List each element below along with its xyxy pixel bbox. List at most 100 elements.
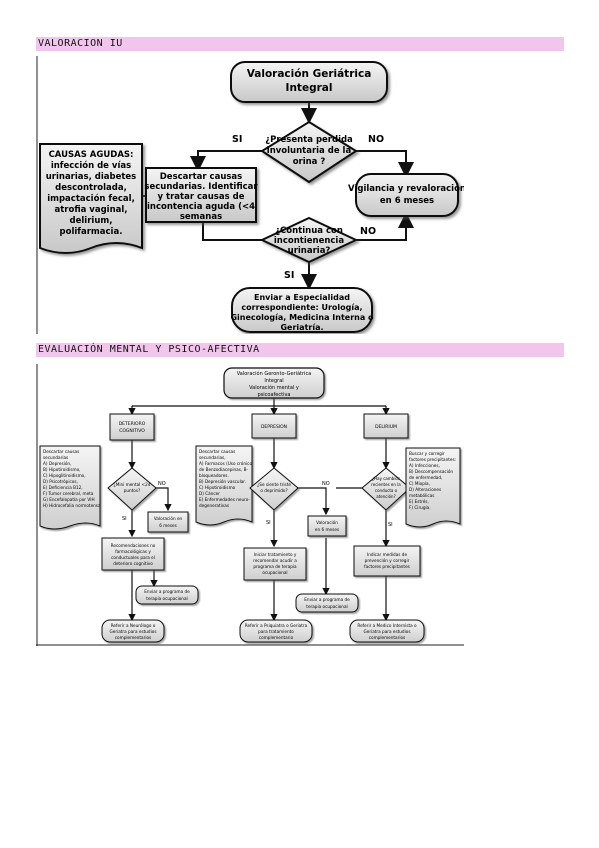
start-node-line1: Valoración Geriátrica [247, 68, 372, 80]
col1-recommendations-box [101, 537, 165, 571]
vigilance-line2: en 6 meses [380, 196, 434, 206]
col2-treat-line1: Iniciar tratamiento y [254, 552, 297, 557]
secondary-line2: secundarias. Identificar [144, 182, 258, 192]
flowchart-mental-evaluation: Valoración Geronto-Geriátrica Integral V… [36, 364, 464, 646]
col1-valoracion-line1: Valoración en [154, 516, 183, 521]
label-si-1: SI [232, 134, 242, 145]
col2-terapia-line2: terapia ocupacional [306, 604, 347, 609]
col2-cause-7: C) Hipotiroidismo [199, 485, 236, 490]
col1-recs-line3: conductuales para el [111, 555, 155, 560]
col3-treat-line2: prevención y corregir [365, 558, 410, 563]
col2-valoracion-line1: Valoración [316, 520, 338, 525]
col3-treat-line3: factores precipitantes [364, 564, 410, 569]
top-line1: Valoración Geronto-Geriátrica [237, 370, 312, 377]
col1-label-si: SI [122, 516, 127, 522]
acute-line7: delirium, [70, 216, 113, 226]
col1-refer-line2: Geriatra para estudios [110, 629, 157, 634]
label-si-2: SI [284, 270, 294, 281]
flowchart-incontinence: Valoración Geriátrica Integral ¿Presenta… [36, 56, 464, 334]
top-line4: psicoafectiva [258, 392, 291, 398]
start-node [230, 61, 388, 103]
col2-refer-line1: Referir a Psiquiatra o Geriatra [245, 623, 308, 628]
col1-decision-line2: puntos? [124, 488, 141, 493]
col2-terapia-line1: Enviar a programa de [304, 597, 350, 602]
col1-cause-10: H) Hidrocefalia normotensa [43, 503, 101, 508]
col2-valoracion-box [307, 515, 347, 537]
col2-treat-line3: programa de terapia [253, 564, 297, 569]
col3-cause-10: F) Cirugía. [409, 505, 431, 510]
col1-refer-box [101, 619, 165, 643]
col2-refer-line2: para tratamiento [258, 629, 294, 634]
col1-cause-9: G) Encefalopatía por VIH [43, 497, 95, 502]
col2-cause-3: A) Farmacos (Uso crónico [199, 461, 252, 466]
delirium-box [363, 413, 409, 439]
col1-cause-1: Descartar causas [43, 449, 79, 454]
col1-refer-line1: Referir a Neurólogo o [111, 623, 156, 628]
col3-cause-7: D) Alteraciones [409, 487, 441, 492]
col2-cause-5: bloqueadores. [199, 473, 229, 478]
acute-line8: polifarmacia. [60, 227, 123, 237]
col3-decision [361, 467, 411, 511]
vigilance-node [355, 173, 459, 217]
col3-title: DELIRIUM [375, 424, 397, 430]
col1-valoracion-box [147, 511, 189, 533]
label-no-2: NO [360, 226, 376, 237]
col2-treat-line2: recomendar acudir a [253, 558, 297, 563]
col2-title: DEPRESION [261, 424, 287, 430]
decision2-line3: urinaria? [288, 246, 331, 256]
col2-causes-box [195, 445, 253, 526]
col1-cause-6: D) Psicotrópicos, [43, 479, 78, 484]
col1-decision-line1: ¿Mini mental <24 [114, 482, 151, 487]
start-node-line2: Integral [286, 82, 333, 94]
col1-valoracion-line2: 6 meses [159, 523, 177, 528]
top-line2: Integral [264, 378, 283, 384]
col3-refer-line3: complementarios [369, 635, 406, 640]
acute-line5: impactación fecal, [47, 193, 135, 204]
col3-cause-4: B) Descompensación [409, 469, 453, 474]
col3-cause-6: C) Miopía, [409, 481, 430, 486]
col2-refer-line3: complementario [259, 635, 294, 640]
decision1-line1: ¿Presenta perdida [265, 135, 353, 145]
col3-cause-9: E) Estrés, [409, 499, 429, 504]
label-no-1: NO [368, 134, 384, 145]
refer-specialty-node [231, 287, 373, 333]
acute-line6: atrofia vaginal, [54, 205, 127, 215]
col2-decision-line1: ¿Se siente triste [257, 482, 291, 487]
secondary-line4: incontencia aguda (<4 [147, 202, 255, 212]
col1-cause-5: C) Hipoglitiroidismo, [43, 473, 86, 478]
col1-cause-2: secundarias [43, 455, 68, 460]
col1-causes-box [39, 445, 101, 530]
col1-label-no: NO [158, 481, 166, 487]
top-node [223, 367, 325, 399]
col2-cause-4: de Benzodiacepinas, B- [199, 467, 248, 472]
col3-refer-box [349, 619, 425, 643]
col3-treatment-box [353, 545, 421, 577]
depresion-box [251, 413, 297, 439]
col3-decision-line4: atención? [376, 494, 395, 499]
decision2-line1: ¿Continua con [275, 226, 343, 236]
secondary-causes-box [145, 167, 257, 223]
refer-line4: Geriatría. [280, 323, 323, 332]
col3-decision-line2: recientes en la [371, 482, 401, 487]
col1-refer-line3: complementarios [115, 635, 152, 640]
section-header-evaluacion-mental: EVALUACIÓN MENTAL Y PSICO-AFECTIVA [36, 343, 564, 357]
vigilance-line1: Vigilancia y revaloración [348, 183, 464, 194]
col1-cause-7: E) Deficiencia B12, [43, 485, 83, 490]
col1-cause-3: A) Depresión, [43, 461, 71, 466]
acute-line3: urinarias, diabetes [46, 172, 137, 182]
decision-continues [259, 216, 359, 264]
col2-decision [249, 467, 299, 511]
col2-cause-8: D) Cáncer [199, 491, 220, 496]
col2-cause-6: B) Depresión vascular. [199, 479, 246, 484]
col1-terapia-line1: Enviar a programa de [144, 589, 190, 594]
col2-label-no: NO [322, 481, 330, 487]
col3-decision-line1: ¿Hay cambios [372, 476, 400, 481]
col1-terapia-box [135, 585, 199, 605]
col3-treat-line1: Indicar medidas de [367, 552, 408, 557]
col2-cause-9: E) Enfermedades neuro- [199, 497, 250, 502]
col3-cause-5: de enfermedad, [409, 475, 442, 480]
col1-cause-8: F) Tumor cerebral, meta [43, 491, 94, 496]
decision-incontinence [260, 120, 358, 184]
col1-recs-line1: Recomendaciones no [111, 543, 156, 548]
col3-cause-3: A) Infecciones, [409, 463, 440, 468]
